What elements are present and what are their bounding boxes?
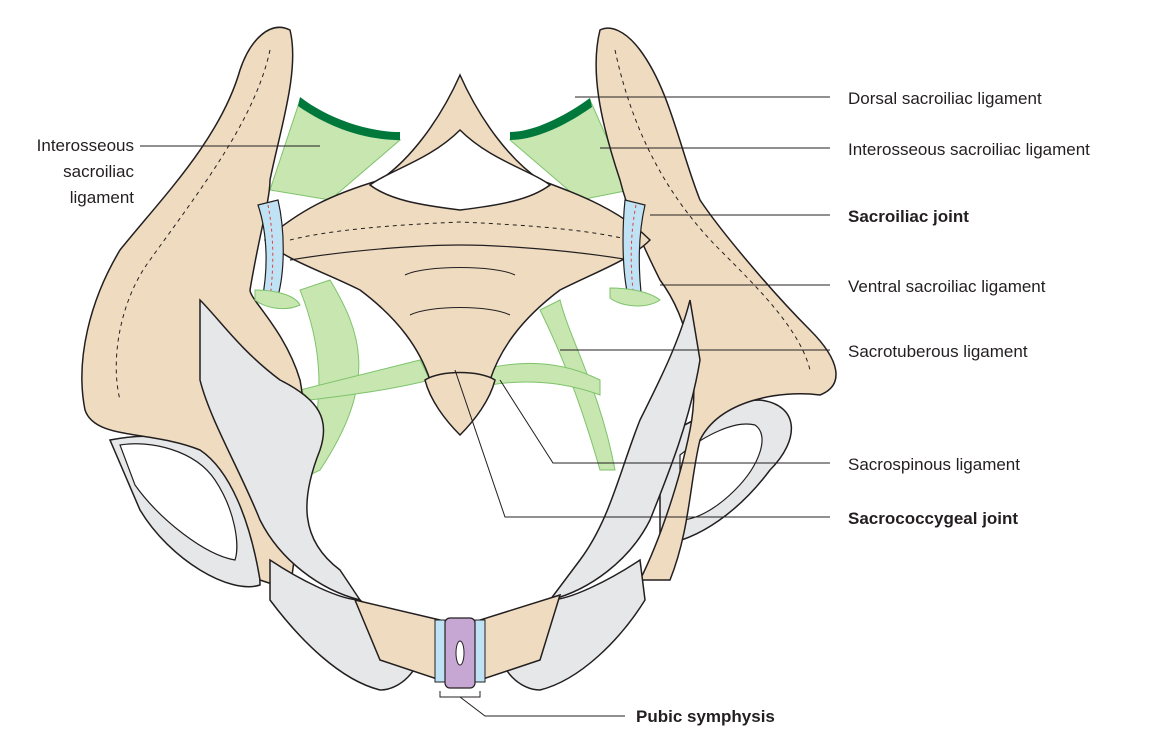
label-interosseous-line2: sacroiliac xyxy=(63,161,134,183)
label-interosseous-sacroiliac-ligament-right: Interosseous sacroiliac ligament xyxy=(848,139,1090,161)
label-sacroiliac-joint: Sacroiliac joint xyxy=(848,206,969,228)
label-sacrococcygeal-joint: Sacrococcygeal joint xyxy=(848,508,1018,530)
symphysis-cartilage-right xyxy=(475,620,485,682)
ventral-ligament-right xyxy=(610,288,660,306)
label-pubic-symphysis: Pubic symphysis xyxy=(636,706,775,728)
symphysis-cavity xyxy=(456,641,464,665)
coccyx xyxy=(425,373,495,436)
sacroiliac-joint-right xyxy=(623,200,645,300)
label-sacrotuberous-ligament: Sacrotuberous ligament xyxy=(848,341,1028,363)
label-dorsal-sacroiliac-ligament: Dorsal sacroiliac ligament xyxy=(848,88,1042,110)
label-interosseous-line1: Interosseous xyxy=(37,135,134,157)
sacroiliac-joint-left xyxy=(258,200,283,300)
label-ventral-sacroiliac-ligament: Ventral sacroiliac ligament xyxy=(848,276,1045,298)
label-sacrospinous-ligament: Sacrospinous ligament xyxy=(848,454,1020,476)
label-interosseous-line3: ligament xyxy=(70,187,134,209)
symphysis-cartilage-left xyxy=(435,620,445,682)
ventral-ligament-left xyxy=(255,290,300,309)
